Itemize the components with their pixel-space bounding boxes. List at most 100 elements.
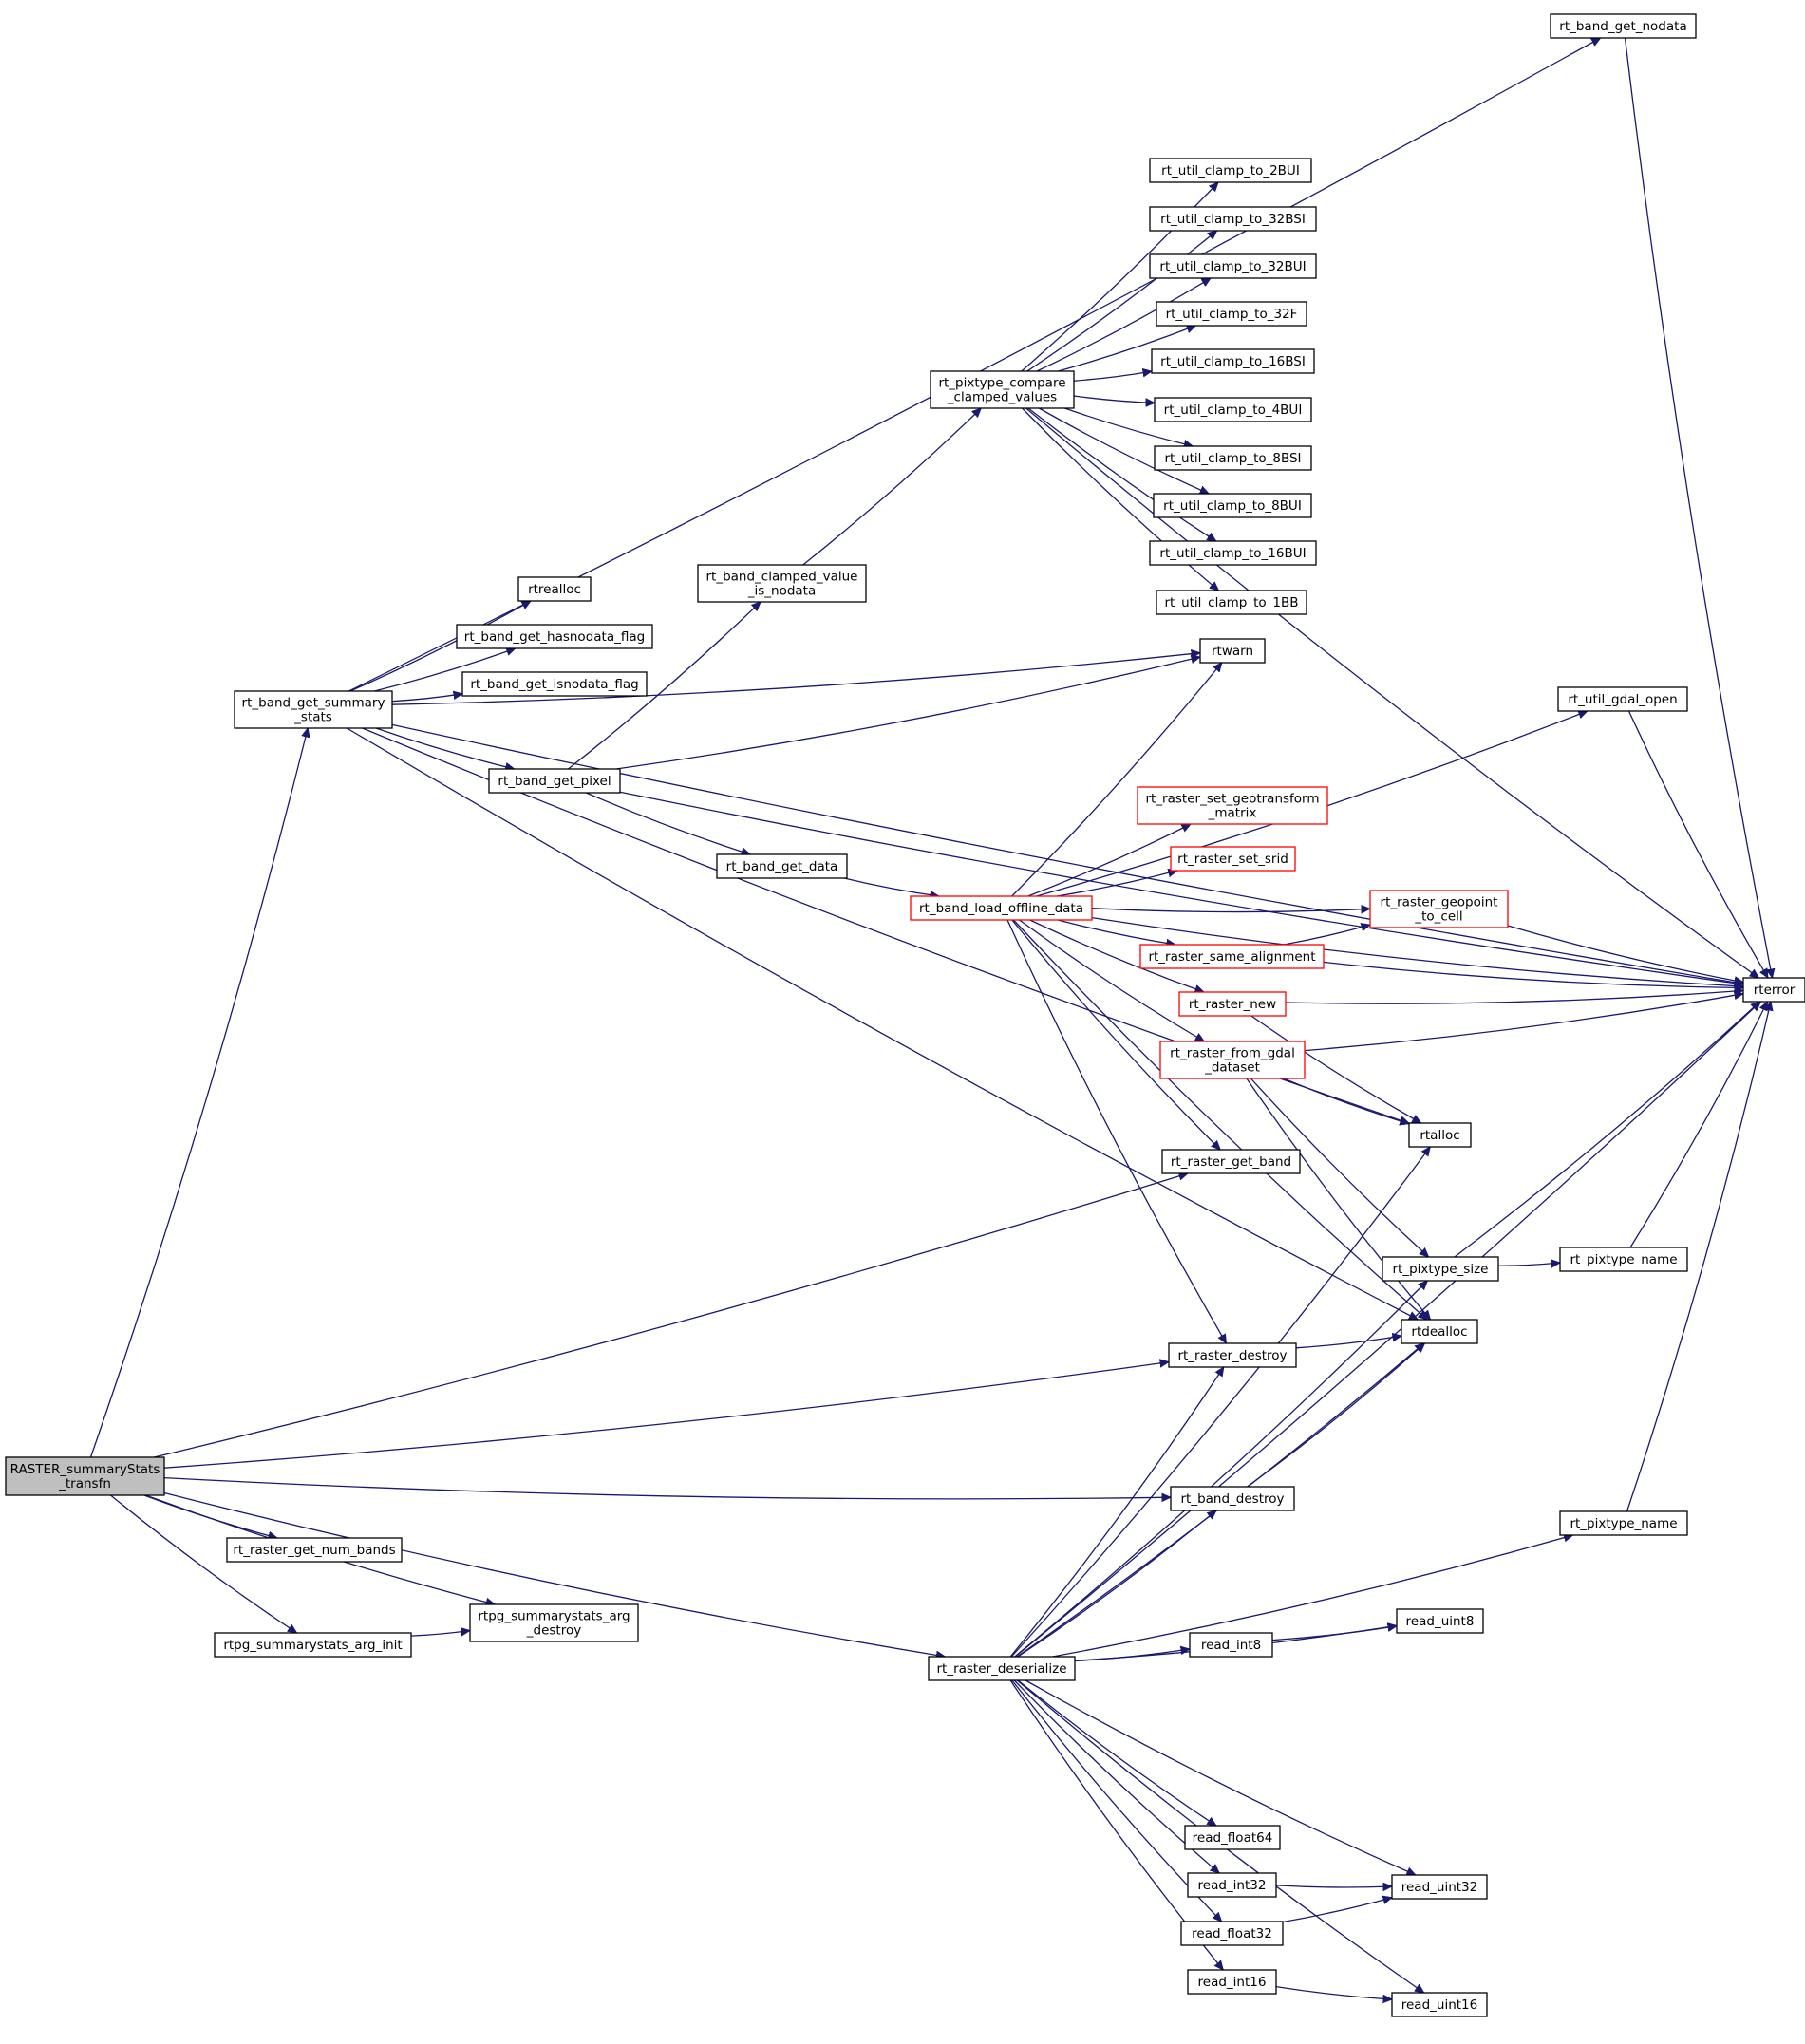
node-label: rt_util_clamp_to_32BSI (1160, 212, 1306, 227)
edge-summary_stats-to-rtdealloc (346, 727, 1418, 1321)
edge-deserialize-to-raster_destroy (1009, 1367, 1224, 1658)
edge-from_gdal-to-pixtype_size (1250, 1078, 1428, 1257)
node-box (1180, 1921, 1284, 1946)
node-label: rt_pixtype_compare (938, 376, 1065, 391)
node-box (1168, 1342, 1297, 1368)
node-read-float64[interactable]: read_float64 (1184, 1825, 1281, 1850)
node-c-32bui[interactable]: rt_util_clamp_to_32BUI (1149, 253, 1317, 279)
node-c-4bui[interactable]: rt_util_clamp_to_4BUI (1154, 397, 1312, 422)
edge-summary_stats-to-get_pixel (375, 727, 515, 769)
node-read-uint32[interactable]: read_uint32 (1391, 1874, 1488, 1900)
edge-summary_stats-to-rterror (391, 723, 1743, 984)
node-read-int32[interactable]: read_int32 (1187, 1872, 1277, 1898)
edge-compare_clamped-to-c_8bsi (1064, 407, 1193, 446)
node-label: rt_util_clamp_to_16BSI (1160, 354, 1306, 369)
node-read-float32[interactable]: read_float32 (1180, 1921, 1284, 1946)
node-arg-destroy[interactable]: rtpg_summarystats_arg_destroy (469, 1603, 639, 1642)
node-label: _is_nodata (747, 584, 817, 599)
node-c-32f[interactable]: rt_util_clamp_to_32F (1156, 301, 1307, 327)
node-box (1149, 206, 1317, 232)
node-box (928, 1656, 1076, 1681)
node-read-int16[interactable]: read_int16 (1187, 1969, 1277, 1995)
node-deserialize[interactable]: rt_raster_deserialize (928, 1656, 1076, 1681)
node-from-gdal[interactable]: rt_raster_from_gdal_dataset (1159, 1041, 1306, 1079)
node-rterror[interactable]: rterror (1742, 977, 1805, 1003)
node-read-int8[interactable]: read_int8 (1189, 1632, 1273, 1658)
node-label: rtrealloc (528, 582, 581, 597)
node-read-uint16[interactable]: read_uint16 (1391, 1992, 1488, 2017)
node-get-pixel[interactable]: rt_band_get_pixel (488, 768, 621, 794)
node-label: rt_raster_from_gdal (1170, 1046, 1295, 1061)
node-box (469, 1603, 639, 1642)
node-label: rt_raster_destroy (1177, 1348, 1287, 1363)
node-label: read_uint32 (1401, 1880, 1478, 1895)
node-geotransform[interactable]: rt_raster_set_geotransform_matrix (1137, 786, 1328, 825)
node-raster-new[interactable]: rt_raster_new (1178, 991, 1287, 1017)
node-label: _stats (293, 710, 332, 725)
node-rtrealloc[interactable]: rtrealloc (517, 576, 592, 602)
node-label: read_float32 (1192, 1926, 1272, 1941)
node-isnodata[interactable]: rt_band_get_isnodata_flag (461, 671, 648, 697)
edge-load_offline-to-get_band (1011, 919, 1220, 1150)
node-hasnodata[interactable]: rt_band_get_hasnodata_flag (456, 624, 653, 649)
node-c-1bb[interactable]: rt_util_clamp_to_1BB (1156, 590, 1307, 615)
node-label: rt_pixtype_name (1570, 1252, 1677, 1267)
node-pixtype-name2[interactable]: rt_pixtype_name (1559, 1510, 1688, 1536)
node-raster-destroy[interactable]: rt_raster_destroy (1168, 1342, 1297, 1368)
node-geopoint[interactable]: rt_raster_geopoint_to_cell (1369, 890, 1509, 928)
edge-compare_clamped-to-c_16bsi (1073, 371, 1152, 382)
node-c-8bsi[interactable]: rt_util_clamp_to_8BSI (1154, 445, 1312, 471)
node-box (1161, 1149, 1301, 1174)
edge-summary_stats-to-hasnodata (374, 648, 516, 692)
edge-load_offline-to-raster_destroy (1006, 919, 1228, 1343)
edge-geopoint-to-rterror (1507, 925, 1743, 983)
edge-same_alignment-to-geopoint (1283, 925, 1370, 946)
edge-get_pixel-to-get_data (586, 792, 750, 854)
node-c-16bsi[interactable]: rt_util_clamp_to_16BSI (1151, 348, 1315, 374)
node-band-destroy[interactable]: rt_band_destroy (1170, 1486, 1295, 1511)
node-load-offline[interactable]: rt_band_load_offline_data (910, 895, 1093, 921)
node-get-data[interactable]: rt_band_get_data (716, 853, 848, 879)
node-gdal-open[interactable]: rt_util_gdal_open (1557, 686, 1688, 712)
node-rtwarn[interactable]: rtwarn (1199, 638, 1266, 664)
node-clamped-nodata[interactable]: rt_band_clamped_value_is_nodata (697, 564, 867, 603)
node-box (910, 895, 1093, 921)
node-label: rt_band_get_hasnodata_flag (464, 629, 645, 645)
node-label: rtpg_summarystats_arg (478, 1609, 630, 1624)
node-box (1184, 1825, 1281, 1850)
edge-arg_init-to-arg_destroy (410, 1631, 470, 1637)
node-rtalloc[interactable]: rtalloc (1408, 1122, 1472, 1148)
node-same-alignment[interactable]: rt_raster_same_alignment (1139, 944, 1325, 969)
node-c-8bui[interactable]: rt_util_clamp_to_8BUI (1153, 493, 1312, 518)
node-box (517, 576, 592, 602)
node-set-srid[interactable]: rt_raster_set_srid (1170, 846, 1296, 872)
node-c-16bui[interactable]: rt_util_clamp_to_16BUI (1149, 540, 1317, 566)
node-pixtype-name1[interactable]: rt_pixtype_name (1559, 1247, 1688, 1272)
node-box (716, 853, 848, 879)
node-get-num-bands[interactable]: rt_raster_get_num_bands (226, 1537, 403, 1563)
edge-load_offline-to-rtdealloc (1012, 919, 1427, 1320)
node-rtdealloc[interactable]: rtdealloc (1401, 1319, 1478, 1344)
node-box (1154, 397, 1312, 422)
node-label: _clamped_values (947, 390, 1057, 405)
edge-deserialize-to-read_float64 (1017, 1679, 1216, 1826)
node-box (1187, 1969, 1277, 1995)
node-compare-clamped[interactable]: rt_pixtype_compare_clamped_values (930, 370, 1075, 409)
node-box (1170, 846, 1296, 872)
edge-pixtype_name1-to-rterror (1629, 1002, 1769, 1248)
node-read-uint8[interactable]: read_uint8 (1396, 1608, 1484, 1634)
node-label: rt_band_get_nodata (1559, 19, 1686, 34)
node-c-32bsi[interactable]: rt_util_clamp_to_32BSI (1149, 206, 1317, 232)
node-c-2bui[interactable]: rt_util_clamp_to_2BUI (1149, 158, 1312, 183)
node-get-nodata[interactable]: rt_band_get_nodata (1550, 13, 1697, 39)
node-root[interactable]: RASTER_summaryStats_transfn (5, 1456, 165, 1496)
edge-get_nodata-to-rterror (1624, 37, 1773, 978)
node-label: rt_util_clamp_to_32BUI (1159, 259, 1306, 274)
node-box (1159, 1041, 1306, 1079)
node-summary-stats[interactable]: rt_band_get_summary_stats (234, 690, 393, 729)
node-pixtype-size[interactable]: rt_pixtype_size (1382, 1256, 1499, 1282)
node-label: rtpg_summarystats_arg_init (223, 1638, 402, 1653)
edge-from_gdal-to-rterror (1304, 994, 1743, 1052)
node-get-band[interactable]: rt_raster_get_band (1161, 1149, 1301, 1174)
node-arg-init[interactable]: rtpg_summarystats_arg_init (214, 1632, 412, 1658)
